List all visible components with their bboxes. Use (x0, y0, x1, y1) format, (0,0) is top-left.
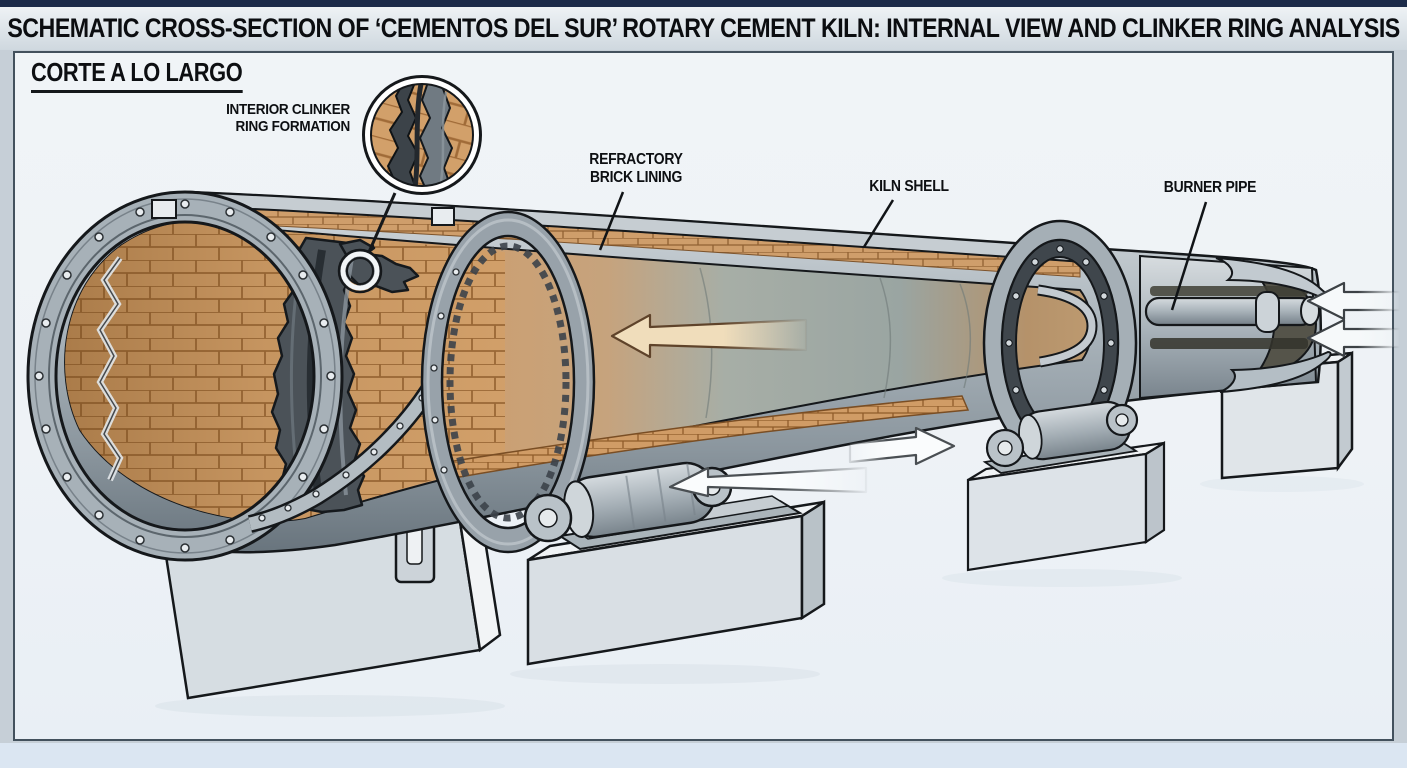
callout-burner-pipe: BURNER PIPE (1163, 179, 1257, 196)
title-bar: SCHEMATIC CROSS-SECTION OF ‘CEMENTOS DEL… (0, 7, 1407, 50)
top-rule (0, 0, 1407, 7)
callout-leader-lines (598, 191, 1208, 311)
broken-brick-edge-line (99, 257, 121, 481)
ground-shadows (155, 476, 1364, 717)
burner-pipe (1144, 291, 1320, 333)
callout-kiln-shell: KILN SHELL (869, 178, 949, 195)
rotation-arrow-right-icon (848, 426, 956, 466)
section-label: CORTE A LO LARGO (31, 57, 243, 93)
opening-cut-edge (1037, 286, 1096, 366)
callout-refractory-line2: BRICK LINING (589, 169, 683, 186)
material-flow-arrow-icon (610, 313, 808, 359)
callout-clinker-line2: RING FORMATION (235, 118, 351, 135)
flange-keyway-notch (151, 199, 177, 219)
magnifier-target-marker (337, 248, 383, 294)
callout-clinker-line1: INTERIOR CLINKER (226, 101, 350, 118)
bottom-band (0, 743, 1407, 768)
air-inlet-arrow-upper-icon (1306, 281, 1402, 321)
end-lip-bottom (1219, 350, 1332, 393)
air-inlet-arrow-lower-icon (1306, 318, 1402, 358)
page-title: SCHEMATIC CROSS-SECTION OF ‘CEMENTOS DEL… (7, 13, 1400, 43)
rotation-arrow-left-icon (668, 466, 868, 498)
callout-refractory: REFRACTORY BRICK LINING (563, 151, 709, 187)
rotary-kiln (26, 190, 1332, 562)
upper-air-slot (1150, 286, 1308, 296)
lower-air-slot (1150, 338, 1308, 349)
support-roller-station-rear (966, 400, 1166, 572)
riding-ring-front (420, 210, 596, 554)
shell-top-notch (431, 207, 455, 226)
callout-clinker-ring: INTERIOR CLINKER RING FORMATION (170, 101, 350, 135)
kiln-discharge-end (1139, 254, 1332, 400)
kiln-front-flange (26, 190, 344, 562)
callout-refractory-line1: REFRACTORY (589, 151, 683, 168)
clinker-inset-magnifier (337, 75, 482, 294)
